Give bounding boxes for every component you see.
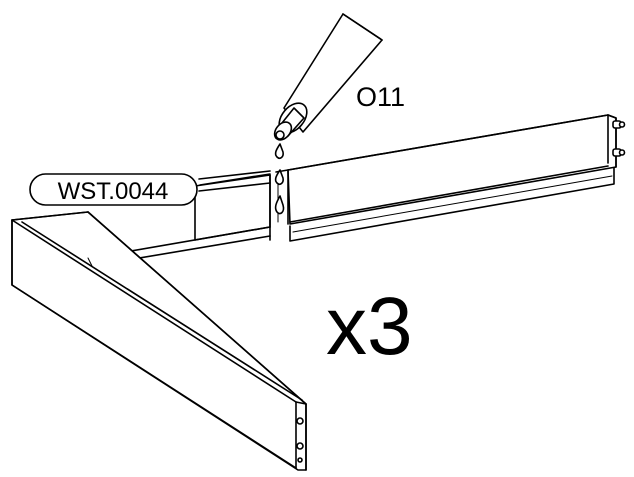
back-rail-right (275, 114, 617, 242)
side-rail (11, 211, 307, 471)
quantity-label: x3 (326, 281, 413, 372)
dowel-pins-right (612, 120, 626, 157)
part-callout: WST.0044 (29, 170, 271, 206)
dowel-pins-side (296, 417, 304, 463)
glue-tube-icon (273, 13, 383, 141)
glue-code-label: O11 (356, 82, 405, 112)
back-rail-left (89, 173, 271, 267)
glue-drops-icon (274, 143, 285, 215)
part-callout-label: WST.0044 (58, 178, 169, 205)
